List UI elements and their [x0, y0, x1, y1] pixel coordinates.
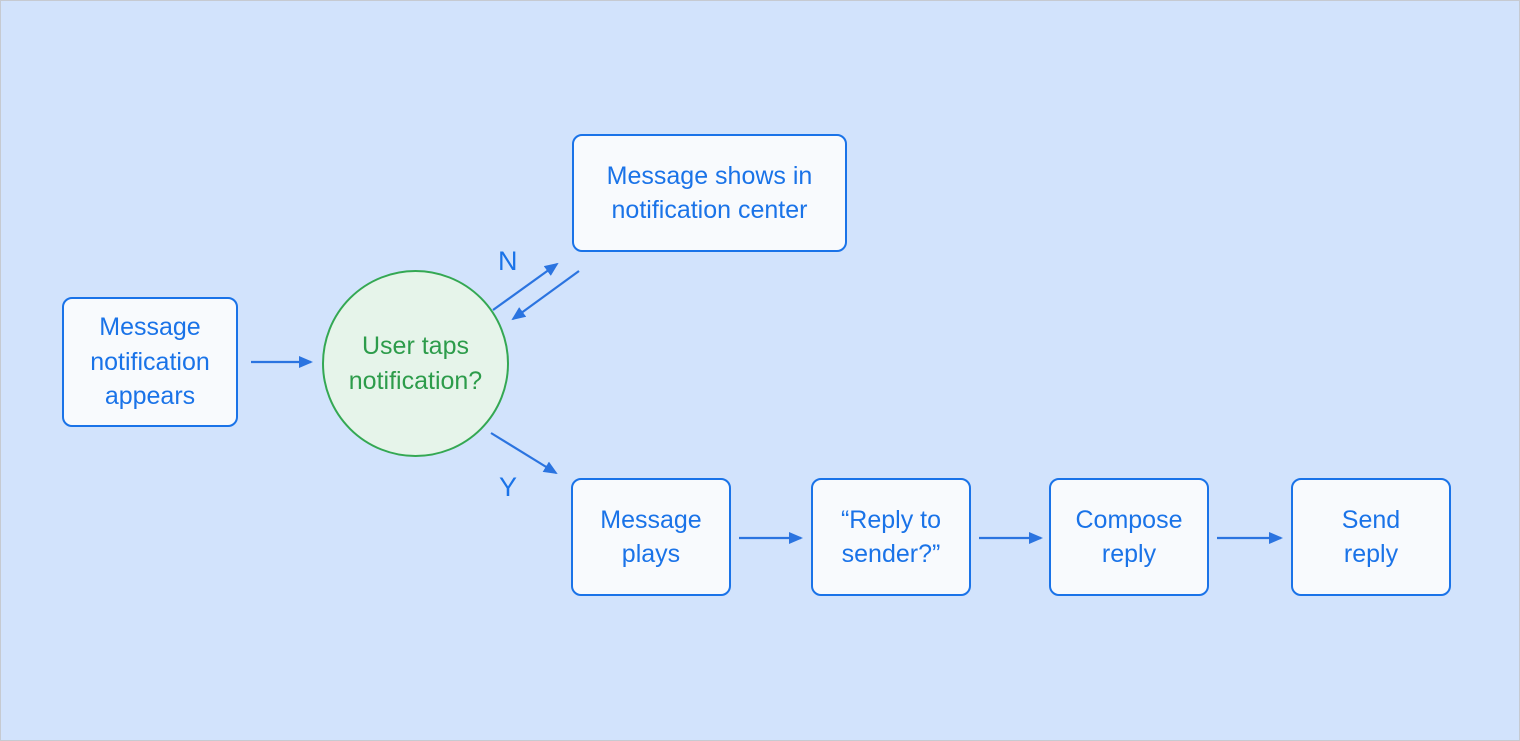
- node-compose-reply: Compose reply: [1049, 478, 1209, 596]
- node-label: Message notification appears: [90, 313, 210, 411]
- node-label: “Reply to sender?”: [840, 505, 942, 569]
- node-label: Compose reply: [1075, 505, 1183, 569]
- node-label: Message plays: [600, 505, 702, 569]
- node-reply-to-sender: “Reply to sender?”: [811, 478, 971, 596]
- edge-label-yes: Y: [499, 472, 518, 502]
- edge-decision-to-notification-center: [492, 262, 559, 311]
- node-message-plays: Message plays: [571, 478, 731, 596]
- edge-decision-to-message-plays: [490, 432, 558, 475]
- edge-label-no: N: [498, 246, 518, 276]
- node-label: Send reply: [1341, 505, 1401, 569]
- decision-user-taps-notification: User taps notification?: [322, 270, 509, 457]
- node-label: Message shows in notification center: [606, 161, 813, 225]
- node-message-notification-appears: Message notification appears: [62, 297, 238, 427]
- edge-notification-center-to-decision: [511, 270, 580, 321]
- node-send-reply: Send reply: [1291, 478, 1451, 596]
- node-message-shows-in-notification-center: Message shows in notification center: [572, 134, 847, 252]
- node-label: User taps notification?: [348, 332, 483, 395]
